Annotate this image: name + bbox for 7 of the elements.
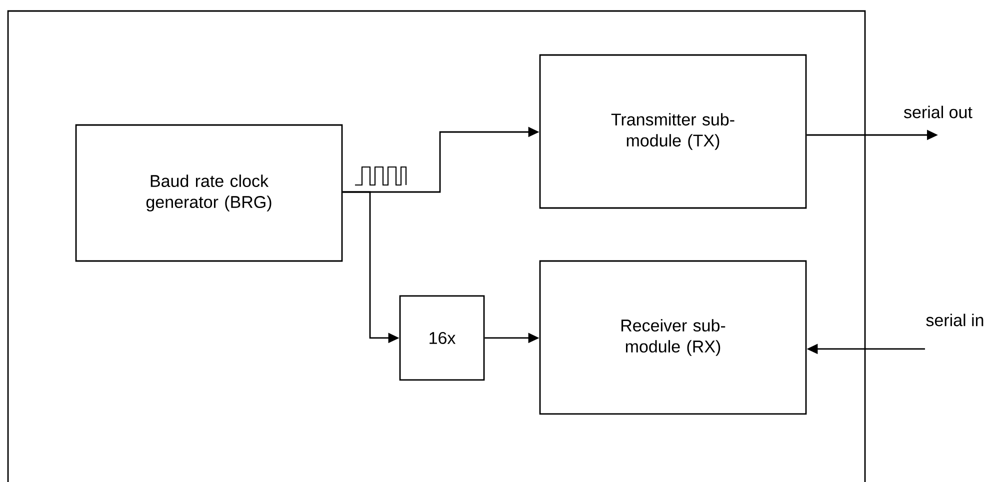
process-box: 16x — [399, 295, 485, 381]
signal-label: serial out — [904, 106, 972, 118]
process-box: Receiver sub- module (RX) — [539, 260, 807, 415]
signal-label: serial in — [926, 314, 984, 326]
process-box: Baud rate clock generator (BRG) — [75, 124, 343, 262]
process-box: Transmitter sub- module (TX) — [539, 54, 807, 209]
frame-box — [7, 10, 866, 482]
